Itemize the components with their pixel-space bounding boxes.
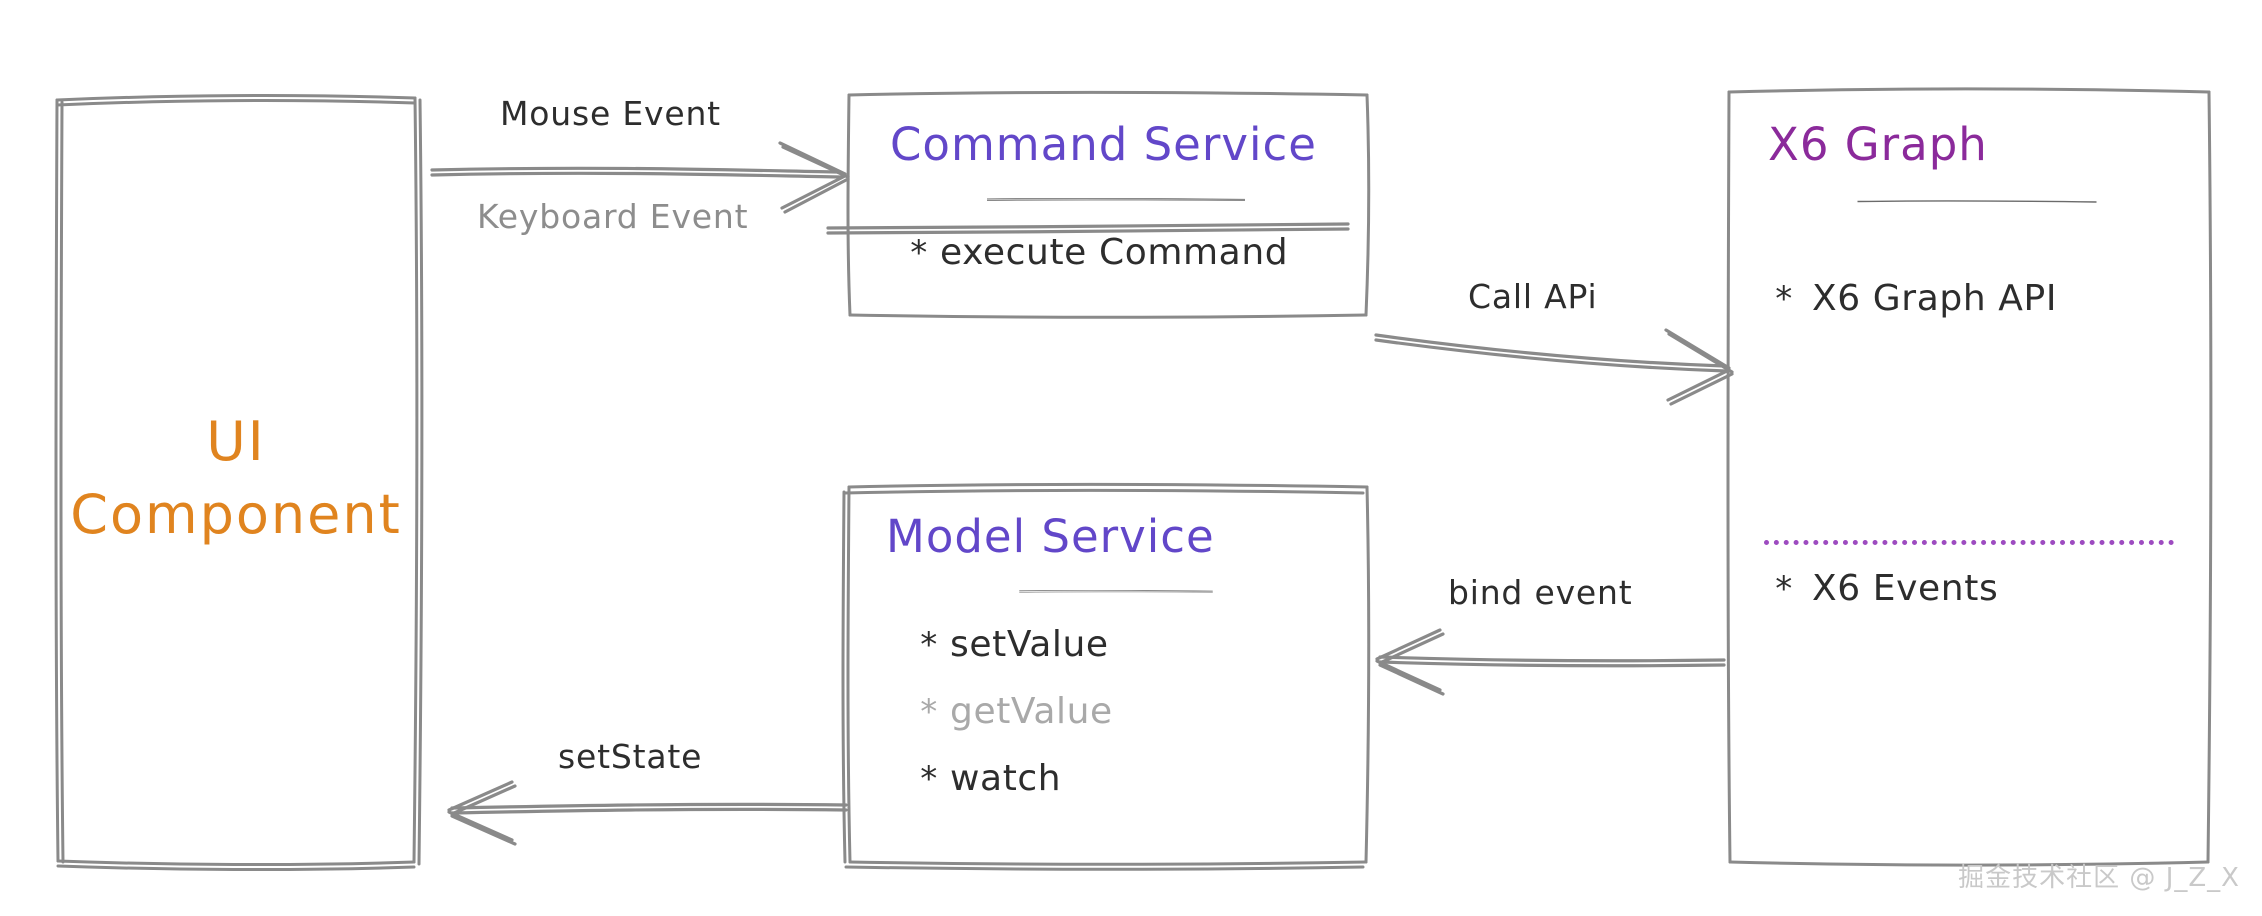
ui-component-label: UI Component [56, 406, 416, 552]
command-service-items: * execute Command [898, 232, 1368, 299]
bullet-star-icon: * [920, 759, 938, 799]
list-item-label: setValue [950, 624, 1109, 665]
bullet-star-icon: * [910, 233, 928, 273]
command-service-divider [986, 198, 1246, 201]
x6-graph-dotted-divider [1764, 540, 2174, 545]
command-service-box[interactable]: Command Service * execute Command [846, 90, 1371, 319]
list-item-label: watch [950, 758, 1062, 799]
model-service-box[interactable]: Model Service * setValue * getValue * wa… [841, 482, 1371, 871]
list-item-label: X6 Events [1812, 568, 1999, 609]
edge-label-keyboard-event: Keyboard Event [477, 197, 749, 236]
list-item-label: execute Command [940, 232, 1289, 273]
model-service-title: Model Service [886, 510, 1215, 563]
bullet-star-icon: * [1775, 279, 1793, 319]
edge-set-state [447, 780, 848, 846]
list-item[interactable]: * X6 Events [1756, 568, 2210, 609]
list-item[interactable]: * X6 Graph API [1756, 278, 2210, 319]
edge-label-bind-event: bind event [1448, 573, 1633, 612]
x6-graph-box[interactable]: X6 Graph * X6 Graph API * X6 Events [1726, 87, 2213, 867]
list-item-label: X6 Graph API [1812, 278, 2058, 319]
list-item[interactable]: * getValue [908, 691, 1368, 732]
list-item-label: getValue [950, 691, 1113, 732]
list-item[interactable]: * execute Command [898, 232, 1368, 273]
x6-graph-divider [1857, 200, 2097, 203]
edge-label-set-state: setState [558, 737, 703, 776]
bullet-star-icon: * [920, 625, 938, 665]
watermark: 掘金技术社区 @ J_Z_X [1958, 863, 2240, 893]
x6-graph-items-top: * X6 Graph API [1756, 278, 2210, 319]
edge-label-mouse-event: Mouse Event [500, 94, 721, 133]
model-service-items: * setValue * getValue * watch [908, 624, 1368, 825]
ui-component-line2: Component [70, 483, 402, 546]
bullet-star-icon: * [920, 692, 938, 732]
edge-bind-event [1375, 628, 1726, 696]
edge-label-call-api: Call APi [1468, 277, 1598, 316]
ui-component-box[interactable]: UI Component [54, 94, 424, 872]
bullet-star-icon: * [1775, 569, 1793, 609]
model-service-divider [1019, 590, 1213, 593]
list-item[interactable]: * watch [908, 758, 1368, 799]
ui-component-line1: UI [206, 410, 266, 474]
command-service-title: Command Service [890, 118, 1317, 171]
list-item[interactable]: * setValue [908, 624, 1368, 665]
edge-call-api [1374, 328, 1734, 406]
x6-graph-items-bottom: * X6 Events [1756, 568, 2210, 609]
x6-graph-title: X6 Graph [1768, 118, 1988, 171]
